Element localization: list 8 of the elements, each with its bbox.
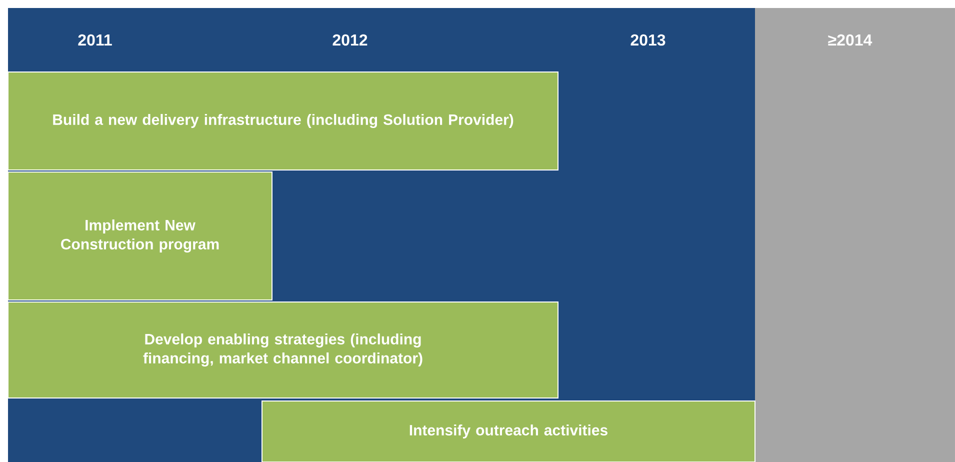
year-heading: ≥2014: [828, 34, 872, 46]
year-heading: 2012: [332, 34, 368, 46]
activity-bar: Develop enabling strategies (including financing, market channel coordinator): [8, 302, 558, 398]
activity-bar: Implement New Construction program: [8, 172, 272, 300]
year-heading: 2011: [78, 34, 112, 46]
year-heading: 2013: [630, 34, 666, 46]
activity-bar: Intensify outreach activities: [262, 400, 756, 462]
activity-bar: Build a new delivery infrastructure (including Solution Provider): [8, 72, 558, 170]
